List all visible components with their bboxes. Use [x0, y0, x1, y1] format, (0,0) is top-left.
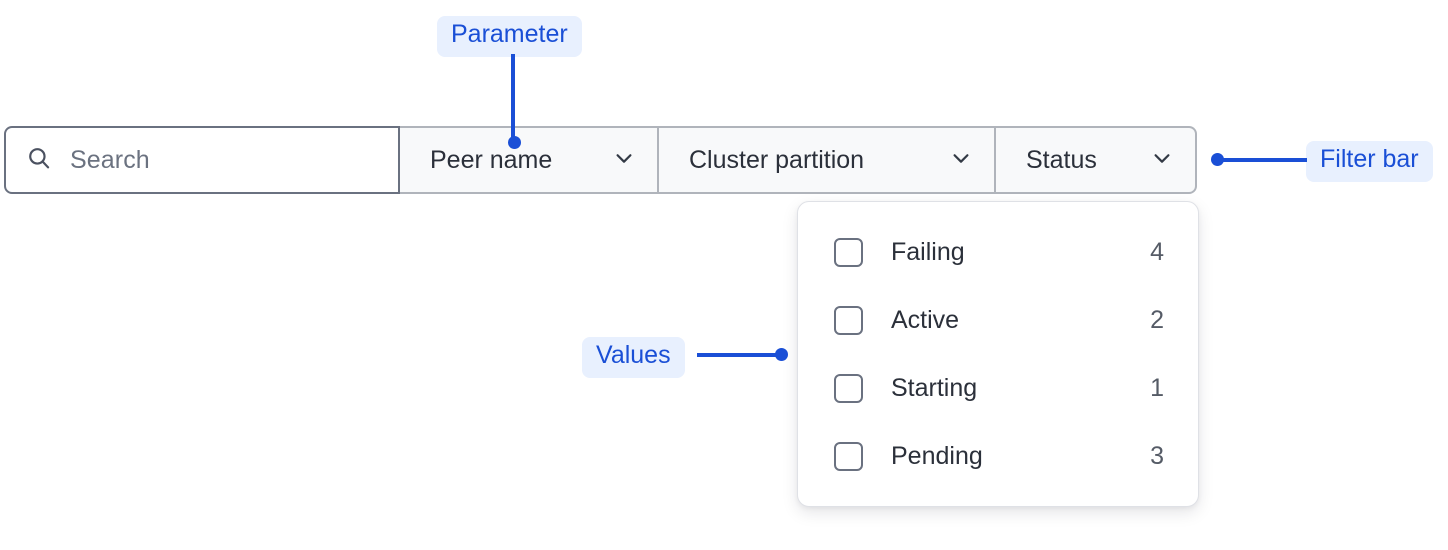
list-item-count: 1 — [1150, 373, 1164, 402]
list-item-label: Active — [891, 305, 960, 334]
list-item[interactable]: Active 2 — [798, 292, 1198, 348]
filter-dropdown-status-label: Status — [1026, 145, 1097, 174]
filter-bar: Search Peer name Cluster partition Statu… — [4, 126, 1197, 194]
list-item-count: 3 — [1150, 441, 1164, 470]
list-item[interactable]: Pending 3 — [798, 428, 1198, 484]
annotation-connector-parameter — [511, 54, 515, 142]
search-icon — [26, 145, 52, 176]
annotation-connector-filter-bar — [1221, 158, 1307, 162]
list-item-count: 4 — [1150, 237, 1164, 266]
annotation-dot-values — [775, 348, 788, 361]
status-dropdown-panel: Failing 4 Active 2 Starting 1 Pending 3 — [797, 201, 1199, 507]
filter-dropdown-peer-name-label: Peer name — [430, 145, 553, 174]
annotation-dot-parameter — [508, 136, 521, 149]
filter-dropdown-peer-name[interactable]: Peer name — [400, 126, 659, 194]
list-item-label: Failing — [891, 237, 965, 266]
annotation-connector-values — [697, 353, 781, 357]
annotation-label-filter-bar: Filter bar — [1306, 141, 1433, 182]
chevron-down-icon — [1151, 147, 1173, 174]
checkbox-pending[interactable] — [834, 441, 863, 471]
annotation-label-values: Values — [582, 337, 685, 378]
checkbox-failing[interactable] — [834, 237, 863, 267]
checkbox-starting[interactable] — [834, 373, 863, 403]
list-item[interactable]: Starting 1 — [798, 360, 1198, 416]
search-placeholder: Search — [70, 145, 150, 174]
checkbox-active[interactable] — [834, 305, 863, 335]
list-item-label: Starting — [891, 373, 978, 402]
list-item-label: Pending — [891, 441, 983, 470]
list-item[interactable]: Failing 4 — [798, 224, 1198, 280]
list-item-count: 2 — [1150, 305, 1164, 334]
annotation-label-parameter: Parameter — [437, 16, 582, 57]
search-input[interactable]: Search — [4, 126, 400, 194]
chevron-down-icon — [613, 147, 635, 174]
chevron-down-icon — [950, 147, 972, 174]
filter-dropdown-cluster-partition[interactable]: Cluster partition — [659, 126, 996, 194]
annotation-dot-filter-bar — [1211, 153, 1224, 166]
filter-dropdown-status[interactable]: Status — [996, 126, 1197, 194]
filter-dropdown-cluster-partition-label: Cluster partition — [689, 145, 865, 174]
